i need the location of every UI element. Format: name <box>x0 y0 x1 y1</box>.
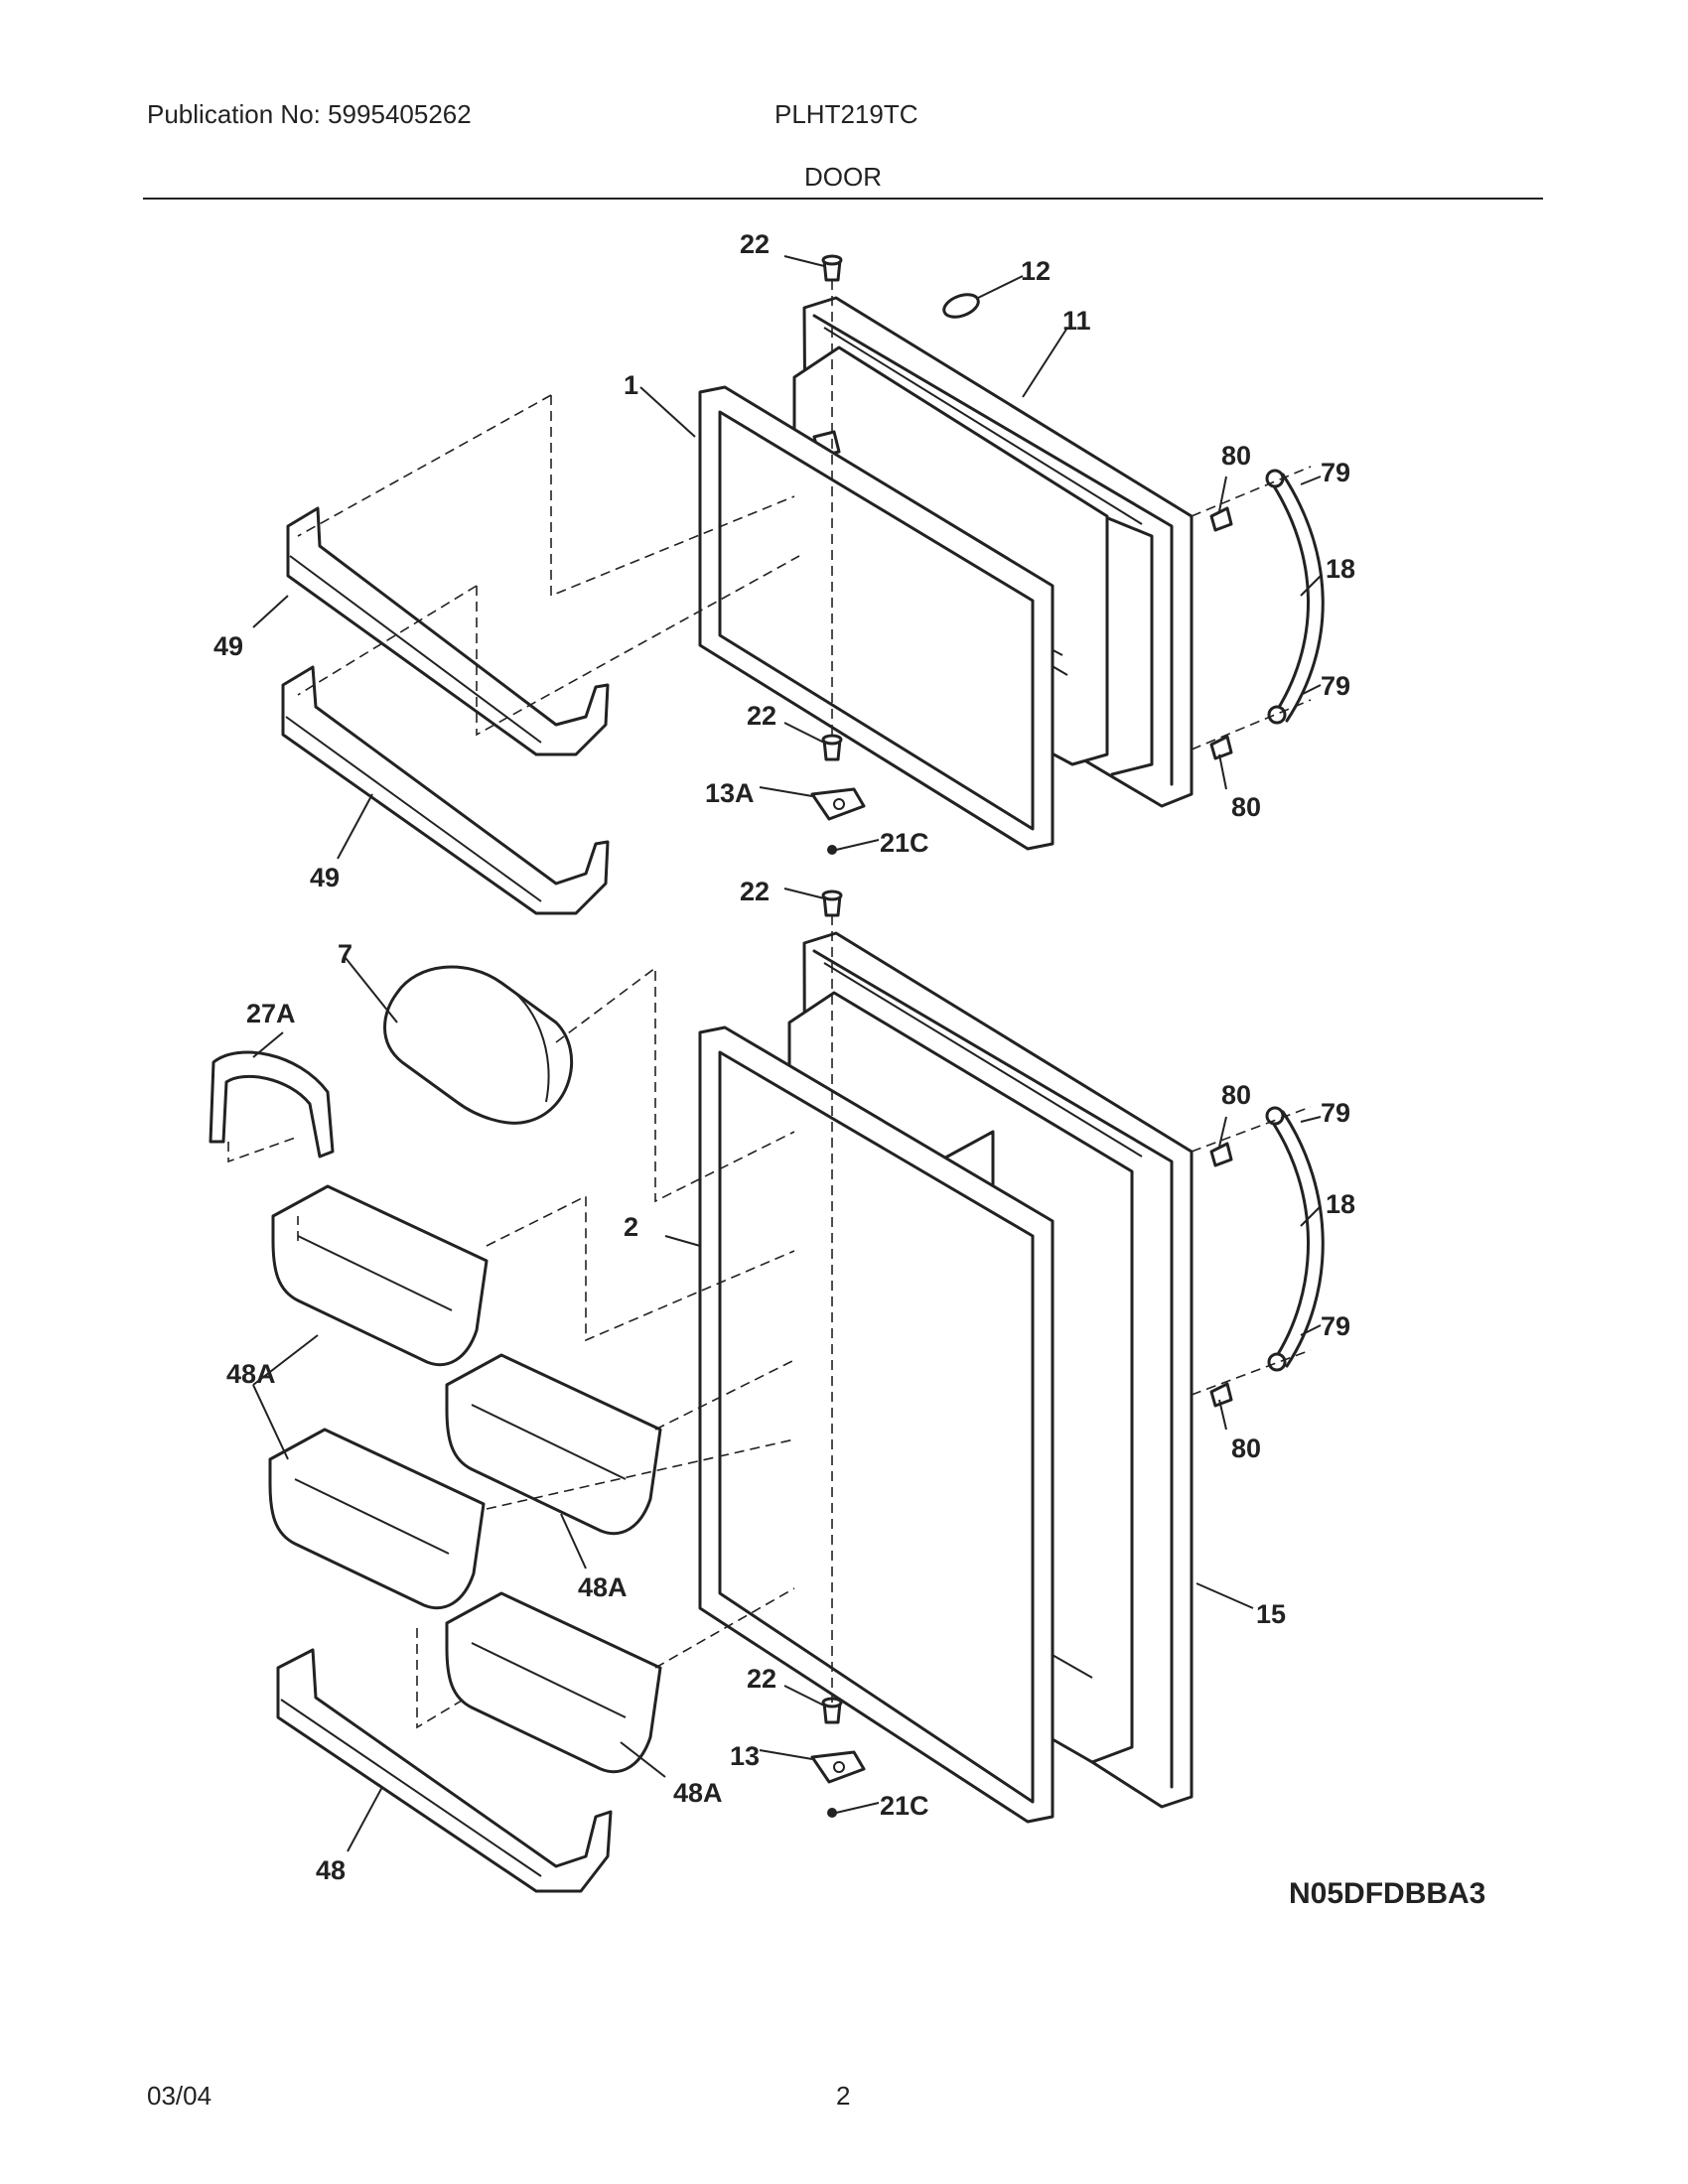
callout-80-c: 80 <box>1221 1080 1251 1110</box>
door-bin-48A-3 <box>268 1428 486 1610</box>
callout-11: 11 <box>1062 306 1091 336</box>
screw-upper-1 <box>1209 506 1233 532</box>
door-bin-48A-4 <box>445 1591 662 1774</box>
dairy-container <box>383 965 573 1125</box>
callout-22-b: 22 <box>747 701 776 731</box>
callout-79-b: 79 <box>1321 671 1350 701</box>
door-shelf-48 <box>276 1648 613 1893</box>
callout-49-b: 49 <box>310 863 340 892</box>
hinge-bracket-13 <box>810 1750 866 1784</box>
fresh-food-door-gasket <box>698 1025 1055 1824</box>
freezer-door-handle <box>1265 469 1325 725</box>
callout-79-d: 79 <box>1321 1311 1350 1341</box>
screw-lower-1 <box>1209 1142 1233 1167</box>
fresh-food-door-handle <box>1265 1106 1325 1372</box>
callout-13A: 13A <box>705 778 755 808</box>
callout-1: 1 <box>624 370 638 400</box>
callout-21C-b: 21C <box>880 1791 929 1821</box>
callout-22-d: 22 <box>747 1664 776 1694</box>
header-rule <box>143 198 1543 200</box>
callout-18-a: 18 <box>1326 554 1355 584</box>
section-title: DOOR <box>804 162 882 192</box>
hinge-pin-bottom-upper <box>821 734 843 761</box>
hinge-pin-top-lower <box>821 889 843 917</box>
callout-22-a: 22 <box>740 229 770 259</box>
callout-48A-c: 48A <box>673 1778 723 1808</box>
callout-79-a: 79 <box>1321 458 1350 487</box>
model-number: PLHT219TC <box>774 99 918 129</box>
shelf-49-lower <box>281 665 610 915</box>
hinge-bracket-13A <box>810 787 866 821</box>
callout-2: 2 <box>624 1212 638 1242</box>
freezer-door-gasket <box>698 385 1055 851</box>
screw-21C-lower <box>827 1808 837 1818</box>
callout-22-c: 22 <box>740 877 770 906</box>
plug-button <box>942 293 980 319</box>
callout-80-d: 80 <box>1231 1433 1261 1463</box>
door-bin-48A-1 <box>271 1184 489 1367</box>
shelf-49-upper <box>286 506 610 756</box>
callout-13: 13 <box>730 1741 760 1771</box>
screw-upper-2 <box>1209 735 1233 760</box>
callout-12: 12 <box>1021 256 1051 286</box>
footer-date: 03/04 <box>147 2081 212 2111</box>
callout-48: 48 <box>316 1855 346 1885</box>
page-number: 2 <box>836 2081 851 2111</box>
callout-7: 7 <box>338 939 352 969</box>
callout-80-a: 80 <box>1221 441 1251 471</box>
callout-48A-b: 48A <box>578 1572 628 1602</box>
callout-15: 15 <box>1256 1599 1286 1629</box>
screw-21C-upper <box>827 845 837 855</box>
hinge-pin-top-upper <box>821 254 843 282</box>
callout-18-b: 18 <box>1326 1189 1355 1219</box>
publication-number: Publication No: 5995405262 <box>147 99 472 129</box>
door-handle-bar <box>209 1050 335 1159</box>
callout-48A-a: 48A <box>226 1359 276 1389</box>
door-bin-48A-2 <box>445 1353 662 1536</box>
callout-49-a: 49 <box>213 631 243 661</box>
callout-27A: 27A <box>246 999 296 1028</box>
screw-lower-2 <box>1209 1382 1233 1408</box>
callout-21C-a: 21C <box>880 828 929 858</box>
callout-79-c: 79 <box>1321 1098 1350 1128</box>
callout-80-b: 80 <box>1231 792 1261 822</box>
diagram-code: N05DFDBBA3 <box>1289 1877 1485 1910</box>
